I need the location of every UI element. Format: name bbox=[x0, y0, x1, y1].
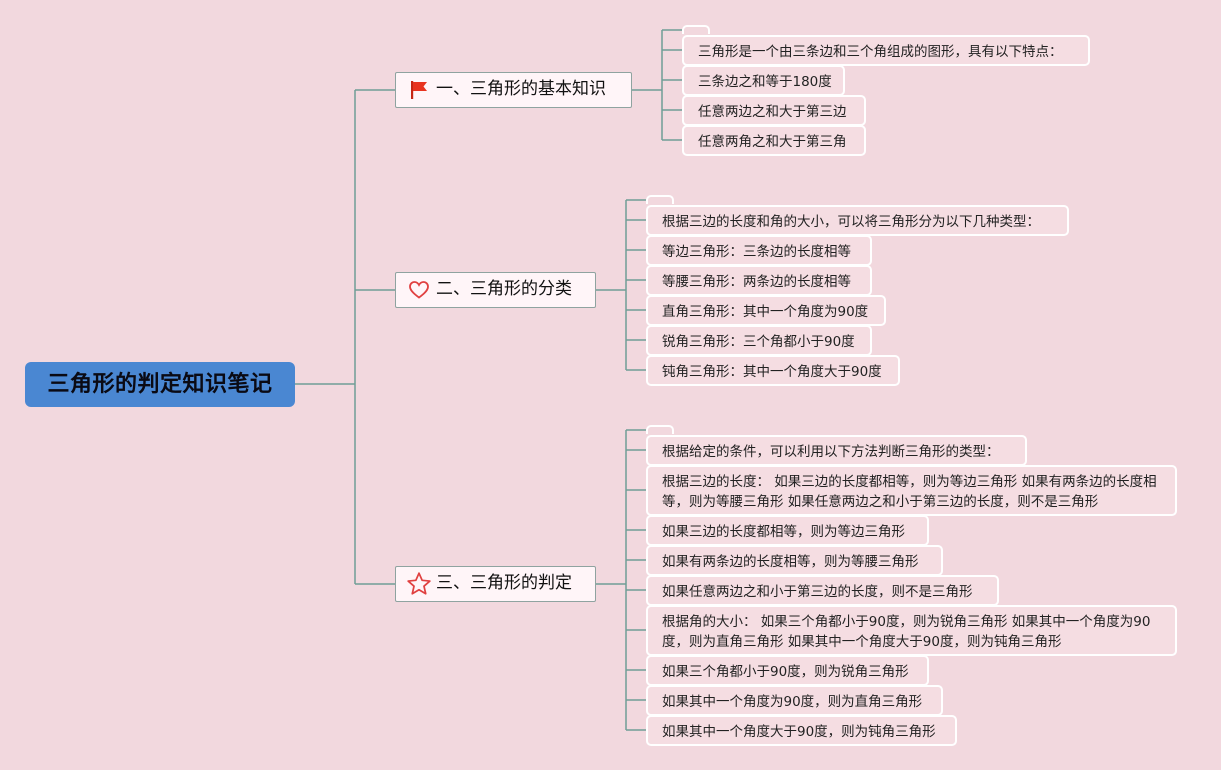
leaf-node[interactable]: 如果有两条边的长度相等，则为等腰三角形 bbox=[646, 545, 943, 576]
leaf-node[interactable]: 根据给定的条件，可以利用以下方法判断三角形的类型： bbox=[646, 435, 1027, 466]
leaf-node-multiline[interactable]: 根据角的大小： 如果三个角都小于90度，则为锐角三角形 如果其中一个角度为90度… bbox=[646, 605, 1177, 656]
branch-determination[interactable]: 三、三角形的判定 bbox=[395, 566, 596, 602]
red-flag-icon bbox=[411, 81, 427, 99]
star-icon bbox=[407, 572, 431, 595]
branch-label: 一、三角形的基本知识 bbox=[436, 79, 606, 99]
branch-label: 三、三角形的判定 bbox=[436, 573, 572, 593]
empty-leaf-stub bbox=[682, 25, 710, 34]
leaf-node[interactable]: 等腰三角形：两条边的长度相等 bbox=[646, 265, 872, 296]
leaf-node[interactable]: 任意两边之和大于第三边 bbox=[682, 95, 866, 126]
branch-label: 二、三角形的分类 bbox=[436, 279, 572, 299]
empty-leaf-stub bbox=[646, 195, 674, 204]
leaf-node[interactable]: 如果任意两边之和小于第三边的长度，则不是三角形 bbox=[646, 575, 999, 606]
leaf-node[interactable]: 三角形是一个由三条边和三个角组成的图形，具有以下特点： bbox=[682, 35, 1090, 66]
leaf-node[interactable]: 如果其中一个角度为90度，则为直角三角形 bbox=[646, 685, 943, 716]
heart-icon bbox=[409, 281, 429, 299]
leaf-node[interactable]: 如果三边的长度都相等，则为等边三角形 bbox=[646, 515, 929, 546]
leaf-node[interactable]: 直角三角形：其中一个角度为90度 bbox=[646, 295, 886, 326]
leaf-node[interactable]: 根据三边的长度和角的大小，可以将三角形分为以下几种类型： bbox=[646, 205, 1069, 236]
empty-leaf-stub bbox=[646, 425, 674, 434]
leaf-node[interactable]: 如果三个角都小于90度，则为锐角三角形 bbox=[646, 655, 929, 686]
leaf-node[interactable]: 三条边之和等于180度 bbox=[682, 65, 845, 96]
leaf-node[interactable]: 任意两角之和大于第三角 bbox=[682, 125, 866, 156]
root-topic[interactable]: 三角形的判定知识笔记 bbox=[25, 362, 295, 407]
leaf-node[interactable]: 锐角三角形：三个角都小于90度 bbox=[646, 325, 872, 356]
branch-basic-knowledge[interactable]: 一、三角形的基本知识 bbox=[395, 72, 632, 108]
leaf-node[interactable]: 钝角三角形：其中一个角度大于90度 bbox=[646, 355, 900, 386]
leaf-node[interactable]: 等边三角形：三条边的长度相等 bbox=[646, 235, 872, 266]
leaf-node[interactable]: 如果其中一个角度大于90度，则为钝角三角形 bbox=[646, 715, 957, 746]
branch-classification[interactable]: 二、三角形的分类 bbox=[395, 272, 596, 308]
leaf-node-multiline[interactable]: 根据三边的长度： 如果三边的长度都相等，则为等边三角形 如果有两条边的长度相等，… bbox=[646, 465, 1177, 516]
